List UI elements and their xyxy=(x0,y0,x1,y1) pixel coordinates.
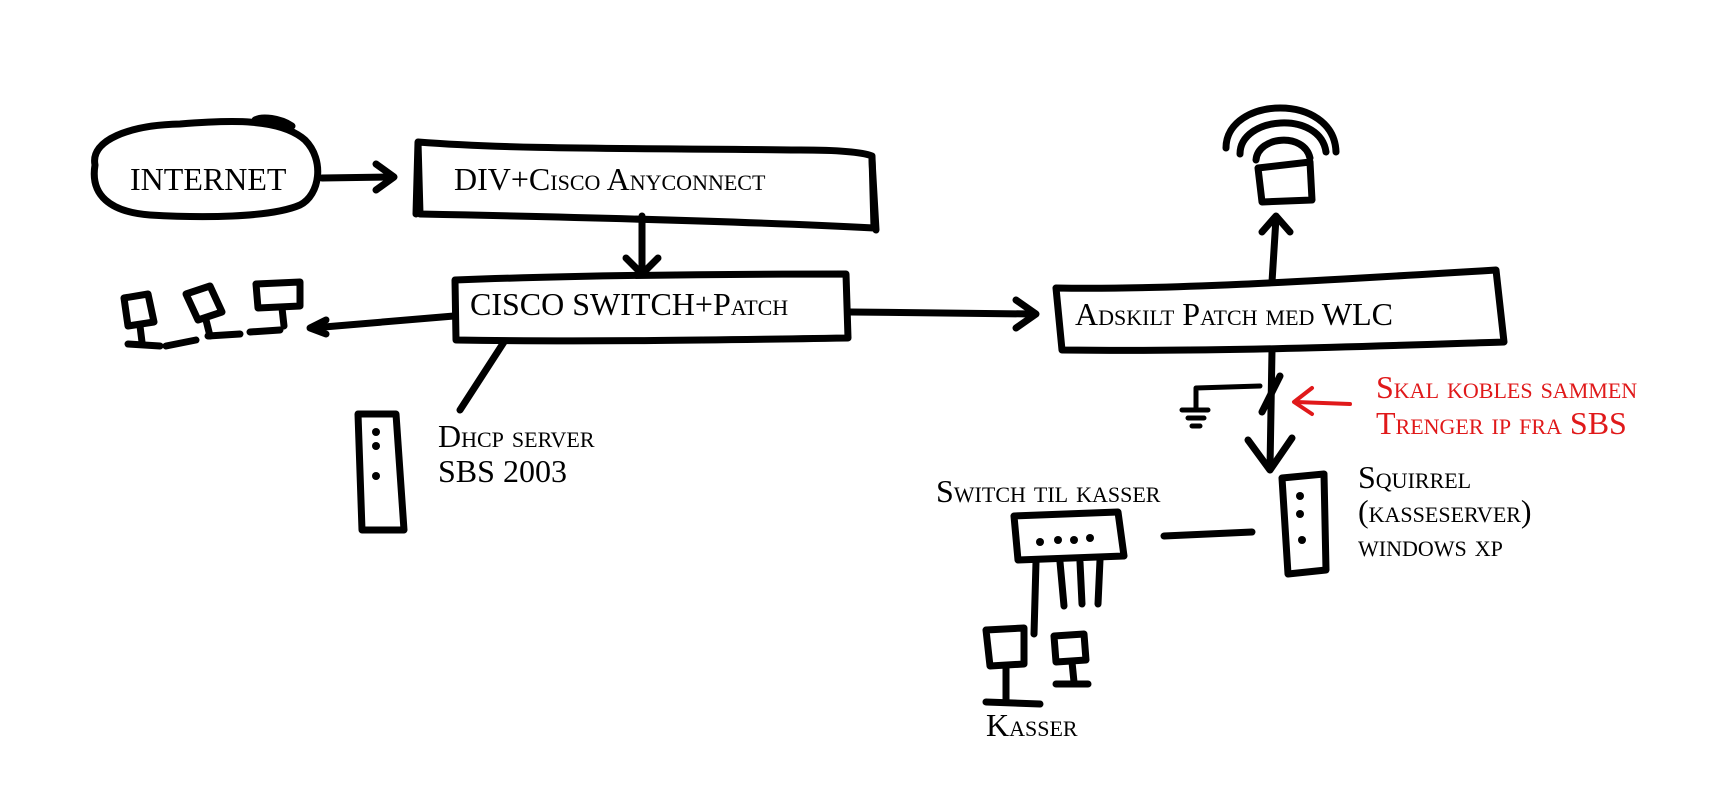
wireless-access-point xyxy=(1222,104,1340,286)
wireless-access-point-icon xyxy=(1254,158,1316,206)
pos-switch-node: Switch til kasser xyxy=(936,473,1256,638)
dhcp-server-node: Dhcp server SBS 2003 xyxy=(354,338,595,534)
computer-icon xyxy=(1050,630,1092,688)
dhcp-label-line2: SBS 2003 xyxy=(438,453,567,489)
core-switch-node: CISCO SWITCH+Patch xyxy=(451,270,852,345)
cloud-icon xyxy=(90,114,322,221)
core-switch-label: CISCO SWITCH+Patch xyxy=(470,286,788,322)
wlc-to-pos-link xyxy=(1179,346,1296,474)
wlc-patch-box xyxy=(1052,266,1508,354)
server-icon xyxy=(354,410,408,534)
firewall-label: DIV+Cisco Anyconnect xyxy=(454,161,766,197)
office-computers xyxy=(120,278,458,350)
annotation-line1: Skal kobles sammen xyxy=(1376,369,1637,405)
pos-server-label-line2: (kasseserver) xyxy=(1358,493,1532,529)
computer-icon xyxy=(182,282,226,340)
registers-node: Kasser xyxy=(982,624,1092,743)
arrow-firewall-to-switch xyxy=(622,212,662,278)
pos-switch-label: Switch til kasser xyxy=(936,473,1161,509)
arrow-switch-to-wlc xyxy=(846,296,1040,332)
wlc-patch-node: Adskilt Patch med WLC xyxy=(1052,266,1508,354)
wlc-patch-label: Adskilt Patch med WLC xyxy=(1075,296,1393,332)
registers-label: Kasser xyxy=(986,707,1078,743)
computer-icon xyxy=(120,290,158,346)
annotation-note: Skal kobles sammen Trenger ip fra SBS xyxy=(1292,369,1637,441)
computer-icon xyxy=(252,278,304,330)
dhcp-label-line1: Dhcp server xyxy=(438,418,595,454)
firewall-box xyxy=(412,138,878,232)
core-switch-box xyxy=(451,270,852,345)
computer-icon xyxy=(982,624,1044,708)
pos-server-label-line1: Squirrel xyxy=(1358,459,1471,495)
annotation-line2: Trenger ip fra SBS xyxy=(1376,405,1627,441)
pos-server-label-line3: windows xp xyxy=(1358,527,1503,563)
ground-icon xyxy=(1179,383,1263,429)
internet-node: INTERNET xyxy=(90,114,322,221)
server-icon xyxy=(1278,470,1330,578)
pos-server-node: Squirrel (kasseserver) windows xp xyxy=(1278,459,1532,578)
arrow-internet-to-firewall xyxy=(318,160,398,194)
switch-icon xyxy=(1010,508,1128,564)
firewall-node: DIV+Cisco Anyconnect xyxy=(412,138,880,234)
internet-label: INTERNET xyxy=(130,161,287,197)
